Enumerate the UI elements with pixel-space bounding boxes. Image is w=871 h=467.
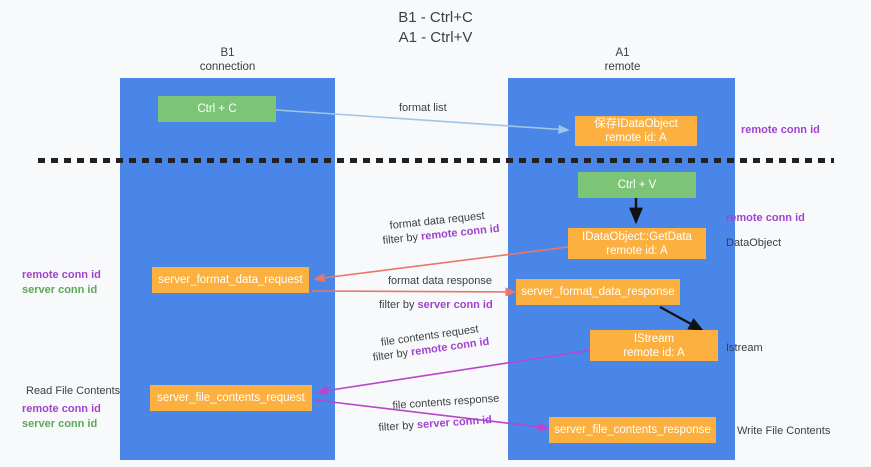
annotation-text: Write File Contents [737,425,831,437]
annotation-right-write-file-contents: Write File Contents [737,424,830,439]
edge-label-file-contents-response-text: file contents response [392,392,500,412]
edge-label-format-data-response-filter: filter by server conn id [379,298,493,313]
annotation-right-dataobject: DataObject [726,236,781,251]
section-divider [38,158,834,163]
node-istream[interactable]: IStream remote id: A [590,330,718,361]
annotation-text: remote conn id [741,124,820,136]
arrow-format-data-response [311,287,517,297]
annotation-right-remote-conn-id-mid: remote conn id [726,211,805,226]
filter-prefix: filter by [382,230,422,247]
filter-key-server-conn-id: server conn id [417,299,493,311]
annotation-text: remote conn id [726,212,805,224]
node-server-format-data-response-label: server_format_data_response [521,286,675,298]
node-server-format-data-request-label: server_format_data_request [158,274,303,286]
node-server-format-data-response[interactable]: server_format_data_response [516,279,680,305]
annotation-right-remote-conn-id-top: remote conn id [741,123,820,138]
column-title-a1: A1 remote [604,47,641,73]
edge-label-format-data-response: format data response [388,274,492,289]
annotation-left-server-conn-id-mid: server conn id [22,284,98,296]
annotation-left-conn-ids-bottom: remote conn id server conn id [22,402,101,432]
filter-prefix: filter by [379,299,418,311]
node-ctrl-c[interactable]: Ctrl + C [158,96,276,122]
page-title: B1 - Ctrl+C A1 - Ctrl+V [0,8,871,48]
node-ctrl-v-label: Ctrl + V [617,179,657,191]
node-server-file-contents-request[interactable]: server_file_contents_request [150,385,312,411]
filter-prefix: filter by [378,419,418,434]
node-idataobject-getdata-label: IDataObject::GetData remote id: A [582,230,692,257]
node-ctrl-v[interactable]: Ctrl + V [578,172,696,198]
node-ctrl-c-label: Ctrl + C [197,103,237,115]
node-server-file-contents-response-label: server_file_contents_response [554,424,711,436]
annotation-left-read-file-contents: Read File Contents [26,384,120,399]
column-title-b1: B1 connection [199,47,256,73]
node-server-file-contents-response[interactable]: server_file_contents_response [549,417,716,443]
node-save-idataobject-label: 保存IDataObject remote id: A [594,118,678,144]
annotation-left-remote-conn-id-bottom: remote conn id [22,403,101,415]
annotation-text: Read File Contents [26,385,121,397]
annotation-left-server-conn-id-bottom: server conn id [22,418,98,430]
node-server-file-contents-request-label: server_file_contents_request [157,392,305,404]
node-istream-label: IStream remote id: A [623,332,685,359]
edge-label-format-list-text: format list [399,102,447,114]
annotation-right-istream: Istream [726,341,763,356]
annotation-left-conn-ids-mid: remote conn id server conn id [22,268,101,298]
annotation-text: DataObject [726,237,782,249]
node-idataobject-getdata[interactable]: IDataObject::GetData remote id: A [568,228,706,259]
title-line-1: B1 - Ctrl+C [398,9,473,26]
node-server-format-data-request[interactable]: server_format_data_request [152,267,309,293]
annotation-left-remote-conn-id-mid: remote conn id [22,269,101,281]
edge-label-format-data-response-text: format data response [388,275,492,287]
filter-key-server-conn-id: server conn id [416,414,493,432]
edge-label-file-contents-response: file contents response [392,392,500,414]
title-line-2: A1 - Ctrl+V [398,29,473,46]
edge-label-format-list: format list [399,101,447,116]
filter-prefix: filter by [372,346,412,364]
edge-label-file-contents-response-filter: filter by server conn id [378,413,492,436]
node-save-idataobject[interactable]: 保存IDataObject remote id: A [575,116,697,146]
annotation-text: Istream [726,342,763,354]
